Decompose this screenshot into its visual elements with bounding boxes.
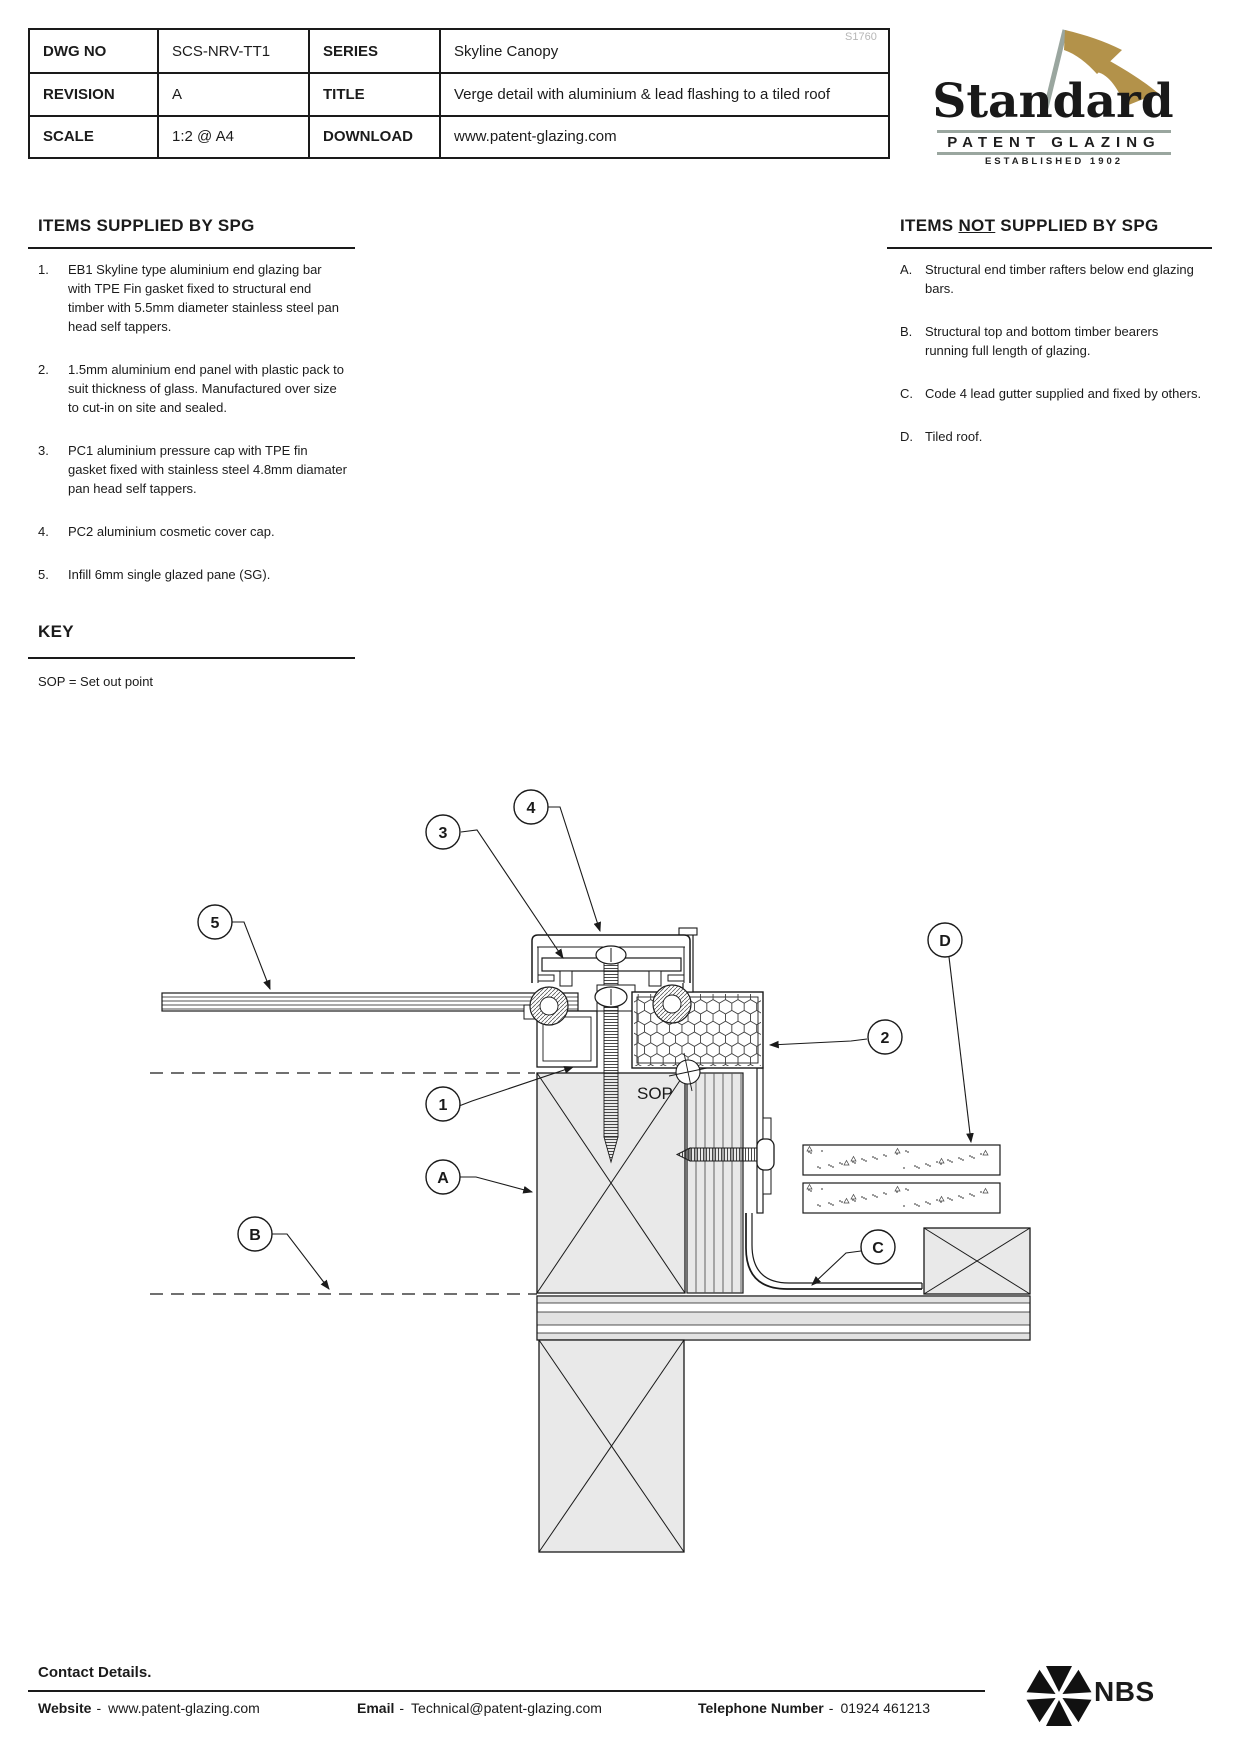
- revision-value: A: [157, 72, 308, 115]
- download-label: DOWNLOAD: [308, 114, 439, 157]
- supplied-heading: ITEMS SUPPLIED BY SPG: [38, 216, 255, 235]
- nbs-flower-icon: [1026, 1666, 1092, 1726]
- list-item: B.Structural top and bottom timber beare…: [900, 324, 1159, 358]
- logo-rule-top: [937, 130, 1171, 133]
- list-item: A.Structural end timber rafters below en…: [900, 262, 1194, 296]
- lead-gutter: [745, 1213, 923, 1290]
- svg-text:D: D: [939, 933, 951, 950]
- callout-2: 2: [867, 1019, 903, 1055]
- footer-website: Website-www.patent-glazing.com: [38, 1700, 260, 1716]
- svg-text:C: C: [872, 1240, 884, 1257]
- callout-1: 1: [425, 1086, 461, 1122]
- footer-rule: [28, 1690, 985, 1692]
- timber-column: [538, 1339, 685, 1553]
- callout-4: 4: [513, 789, 549, 825]
- tpe-gasket-left: [529, 986, 569, 1026]
- svg-text:2: 2: [881, 1030, 890, 1047]
- timber-fixing-screw: [594, 986, 628, 1164]
- dwg-no-value: SCS-NRV-TT1: [157, 30, 308, 73]
- supplied-list: 1.EB1 Skyline type aluminium end glazing…: [38, 260, 358, 608]
- title-value: Verge detail with aluminium & lead flash…: [439, 72, 888, 115]
- title-label: TITLE: [308, 72, 439, 115]
- timber-packer: [686, 1072, 744, 1294]
- logo-subtitle: PATENT GLAZING: [947, 134, 1161, 151]
- glass-pane: [161, 992, 579, 1012]
- key-entry: SOP = Set out point: [38, 674, 154, 689]
- end-panel-honeycomb: [631, 991, 764, 1069]
- svg-text:1: 1: [439, 1097, 448, 1114]
- bottom-timber-bearer: [536, 1295, 1031, 1341]
- logo-rule-bottom: [937, 152, 1171, 155]
- scale-label: SCALE: [30, 114, 157, 157]
- series-label: SERIES: [308, 30, 439, 73]
- list-item: C.Code 4 lead gutter supplied and fixed …: [900, 386, 1202, 401]
- download-value: www.patent-glazing.com: [439, 114, 888, 157]
- flag-icon: [1043, 29, 1158, 109]
- pressure-cap: [541, 957, 682, 987]
- callout-B: B: [237, 1216, 273, 1252]
- timber-bearer-right: [923, 1227, 1031, 1295]
- dwg-no-label: DWG NO: [43, 42, 107, 60]
- footer-email: Email-Technical@patent-glazing.com: [357, 1700, 602, 1716]
- sop-label: SOP: [637, 1084, 673, 1103]
- callout-5: 5: [197, 904, 233, 940]
- list-item: 1.EB1 Skyline type aluminium end glazing…: [38, 262, 339, 334]
- list-item: 2.1.5mm aluminium end panel with plastic…: [38, 362, 345, 415]
- svg-text:A: A: [437, 1170, 449, 1187]
- list-item: 4.PC2 aluminium cosmetic cover cap.: [38, 524, 275, 539]
- not-supplied-rule: [887, 247, 1212, 249]
- section-detail-drawing: SOP 5 3 4 1 A B 2 D C: [150, 789, 1031, 1553]
- svg-text:3: 3: [439, 825, 448, 842]
- company-logo: Standard PATENT GLAZING ESTABLISHED 1902: [925, 22, 1181, 178]
- svg-text:B: B: [249, 1227, 261, 1244]
- list-item: 3.PC1 aluminium pressure cap with TPE fi…: [38, 443, 347, 496]
- svg-text:4: 4: [527, 800, 536, 817]
- set-out-point-marker: [668, 1052, 708, 1092]
- callout-A: A: [425, 1159, 461, 1195]
- supplied-rule: [28, 247, 355, 249]
- leader-lines: [232, 806, 974, 1290]
- scale-value: 1:2 @ A4: [157, 114, 308, 157]
- list-item: D.Tiled roof.: [900, 429, 983, 444]
- revision-label: REVISION: [30, 72, 157, 114]
- series-value: Skyline Canopy: [439, 30, 888, 73]
- svg-text:5: 5: [211, 915, 220, 932]
- callout-balloons: 5 3 4 1 A B 2 D C: [197, 789, 963, 1265]
- not-supplied-list: A.Structural end timber rafters below en…: [900, 260, 1220, 470]
- title-block: DWG NO SCS-NRV-TT1 SERIES Skyline Canopy…: [28, 28, 890, 159]
- key-heading: KEY: [38, 622, 74, 641]
- list-item: 5.Infill 6mm single glazed pane (SG).: [38, 567, 271, 582]
- callout-C: C: [860, 1229, 896, 1265]
- cap-fixing-screw: [595, 945, 627, 986]
- footer-phone: Telephone Number-01924 461213: [698, 1700, 930, 1716]
- flashing-screw: [675, 1138, 775, 1171]
- callout-D: D: [927, 922, 963, 958]
- not-supplied-heading: ITEMS NOT SUPPLIED BY SPG: [900, 216, 1159, 235]
- tiled-roof: [802, 1144, 1001, 1214]
- nbs-logo-text: NBS: [1094, 1676, 1155, 1707]
- logo-established: ESTABLISHED 1902: [984, 156, 1124, 167]
- sheet-watermark: S1760: [845, 31, 877, 43]
- tpe-gasket-right: [652, 984, 692, 1024]
- dashed-datum-lines: [150, 1072, 537, 1295]
- key-rule: [28, 657, 355, 659]
- logo-wordmark: Standard: [932, 74, 1174, 129]
- contact-details-heading: Contact Details.: [38, 1664, 152, 1681]
- callout-3: 3: [425, 814, 461, 850]
